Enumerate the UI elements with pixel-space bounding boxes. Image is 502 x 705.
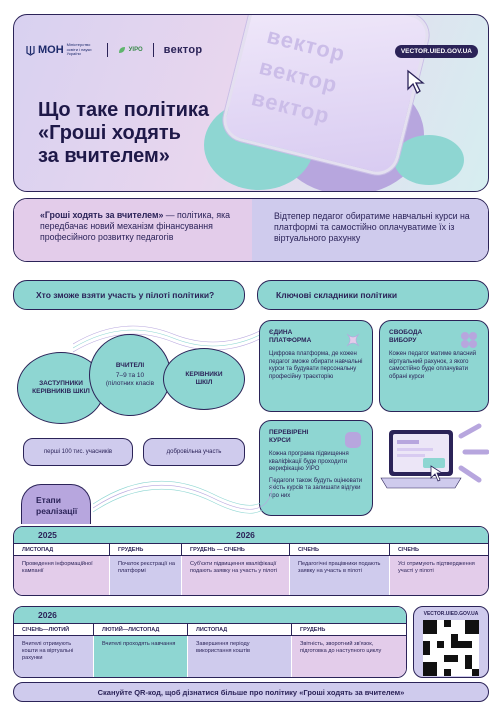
month-label: ЛИСТОПАД: [188, 624, 292, 635]
decor-blob: [394, 135, 464, 185]
qr-code-icon[interactable]: [423, 620, 479, 676]
month-label: СІЧЕНЬ: [398, 547, 419, 553]
poster: вектор вектор вектор МОН Міністерство ос…: [13, 14, 489, 702]
stage-cell: Завершення періоду використання коштів: [188, 636, 292, 677]
trident-icon: [26, 45, 35, 56]
participant-teachers: ВЧИТЕЛІ 7–9 та 10 (пілотних класів: [89, 334, 171, 416]
voluntary-box: добровільна участь: [143, 438, 245, 466]
timeline-month-row: ЛИСТОПАД ГРУДЕНЬ ГРУДЕНЬ — СІЧЕНЬ СІЧЕНЬ…: [14, 543, 488, 556]
stages-label: Етапи реалізації: [21, 484, 91, 524]
logo-divider: [152, 43, 154, 57]
vector-logo: вектор: [163, 44, 203, 56]
stage-cell: Проведення інформаційної кампанії: [14, 556, 110, 595]
month-label: ГРУДЕНЬ: [110, 544, 182, 555]
timeline-year-row: 2025 2026: [14, 527, 488, 543]
component-verified-courses: ПЕРЕВІРЕНІ КУРСИ Кожна програма підвищен…: [259, 420, 373, 516]
month-label: ЛИСТОПАД: [14, 544, 110, 555]
timeline-2025: 2025 2026 ЛИСТОПАД ГРУДЕНЬ ГРУДЕНЬ — СІЧ…: [13, 526, 489, 596]
stage-cell: Вчителі проходять навчання: [94, 636, 188, 677]
component-platform: ЄДИНА ПЛАТФОРМА Цифрова платформа, де ко…: [259, 320, 373, 412]
definition-right: Відтепер педагог обиратиме навчальні кур…: [252, 199, 488, 261]
url-badge[interactable]: VECTOR.UIED.GOV.UA: [394, 45, 478, 58]
logo-row: МОН Міністерство освіти і науки України …: [26, 43, 202, 57]
first-participants-box: перші 100 тис. учасників: [23, 438, 133, 466]
hero-section: вектор вектор вектор МОН Міністерство ос…: [13, 14, 489, 192]
cross-icon: [346, 333, 360, 347]
logo-divider: [106, 43, 108, 57]
timeline-year-row: 2026: [14, 607, 406, 623]
year-label: 2025: [38, 530, 57, 540]
month-label: ЛЮТИЙ—ЛИСТОПАД: [94, 624, 188, 635]
uipo-leaf-icon: [118, 47, 125, 53]
timeline-month-row: СІЧЕНЬ—ЛЮТИЙ ЛЮТИЙ—ЛИСТОПАД ЛИСТОПАД ГРУ…: [14, 623, 406, 636]
wave-lines-decor: [93, 473, 273, 514]
who-question: Хто зможе взяти участь у пілоті політики…: [13, 280, 245, 310]
ministry-logo: МОН Міністерство освіти і науки України: [26, 43, 97, 57]
month-label: СІЧЕНЬ—ЛЮТИЙ: [14, 624, 94, 635]
page-title: Що таке політика «Гроші ходять за вчител…: [38, 99, 210, 167]
rounded-square-icon: [345, 432, 361, 448]
wave-lines-decor: [73, 323, 273, 353]
month-label: СІЧЕНЬ: [290, 544, 390, 555]
qr-section[interactable]: VECTOR.UIED.GOV.UA: [413, 606, 489, 678]
flower-icon: [461, 332, 477, 348]
laptop-illustration: [380, 423, 489, 489]
year-label: 2026: [236, 530, 255, 540]
definition-left: «Гроші ходять за вчителем» — політика, я…: [14, 199, 252, 261]
timeline-cell-row: Проведення інформаційної кампанії Почато…: [14, 556, 488, 595]
stage-cell: Усі отримують підтвердження участі у піл…: [390, 556, 488, 595]
stage-cell: Педагогічні працівники подають заявку на…: [290, 556, 390, 595]
definition-section: «Гроші ходять за вчителем» — політика, я…: [13, 198, 489, 262]
participant-school-heads: КЕРІВНИКИ ШКІЛ: [163, 348, 245, 410]
stage-cell: Суб'єкти підвищення кваліфікації подають…: [182, 556, 290, 595]
stage-cell: Вчителі отримують кошти на віртуальні ра…: [14, 636, 94, 677]
component-freedom: СВОБОДА ВИБОРУ Кожен педагог матиме влас…: [379, 320, 489, 412]
timeline-2026: 2026 СІЧЕНЬ—ЛЮТИЙ ЛЮТИЙ—ЛИСТОПАД ЛИСТОПА…: [13, 606, 407, 678]
cursor-icon: [407, 69, 425, 94]
timeline-cell-row: Вчителі отримують кошти на віртуальні ра…: [14, 636, 406, 677]
year-label: 2026: [38, 610, 57, 620]
uipo-logo: УІРО: [118, 46, 143, 54]
qr-url: VECTOR.UIED.GOV.UA: [423, 611, 479, 617]
stage-cell: Початок реєстрації на платформі: [110, 556, 182, 595]
key-components-title: Ключові складники політики: [257, 280, 489, 310]
month-label: ГРУДЕНЬ: [300, 627, 326, 633]
footer-cta: Скануйте QR-код, щоб дізнатися більше пр…: [13, 682, 489, 702]
stage-cell: Звітність, зворотний зв'язок, підготовка…: [292, 636, 406, 677]
month-label: ГРУДЕНЬ — СІЧЕНЬ: [182, 544, 290, 555]
